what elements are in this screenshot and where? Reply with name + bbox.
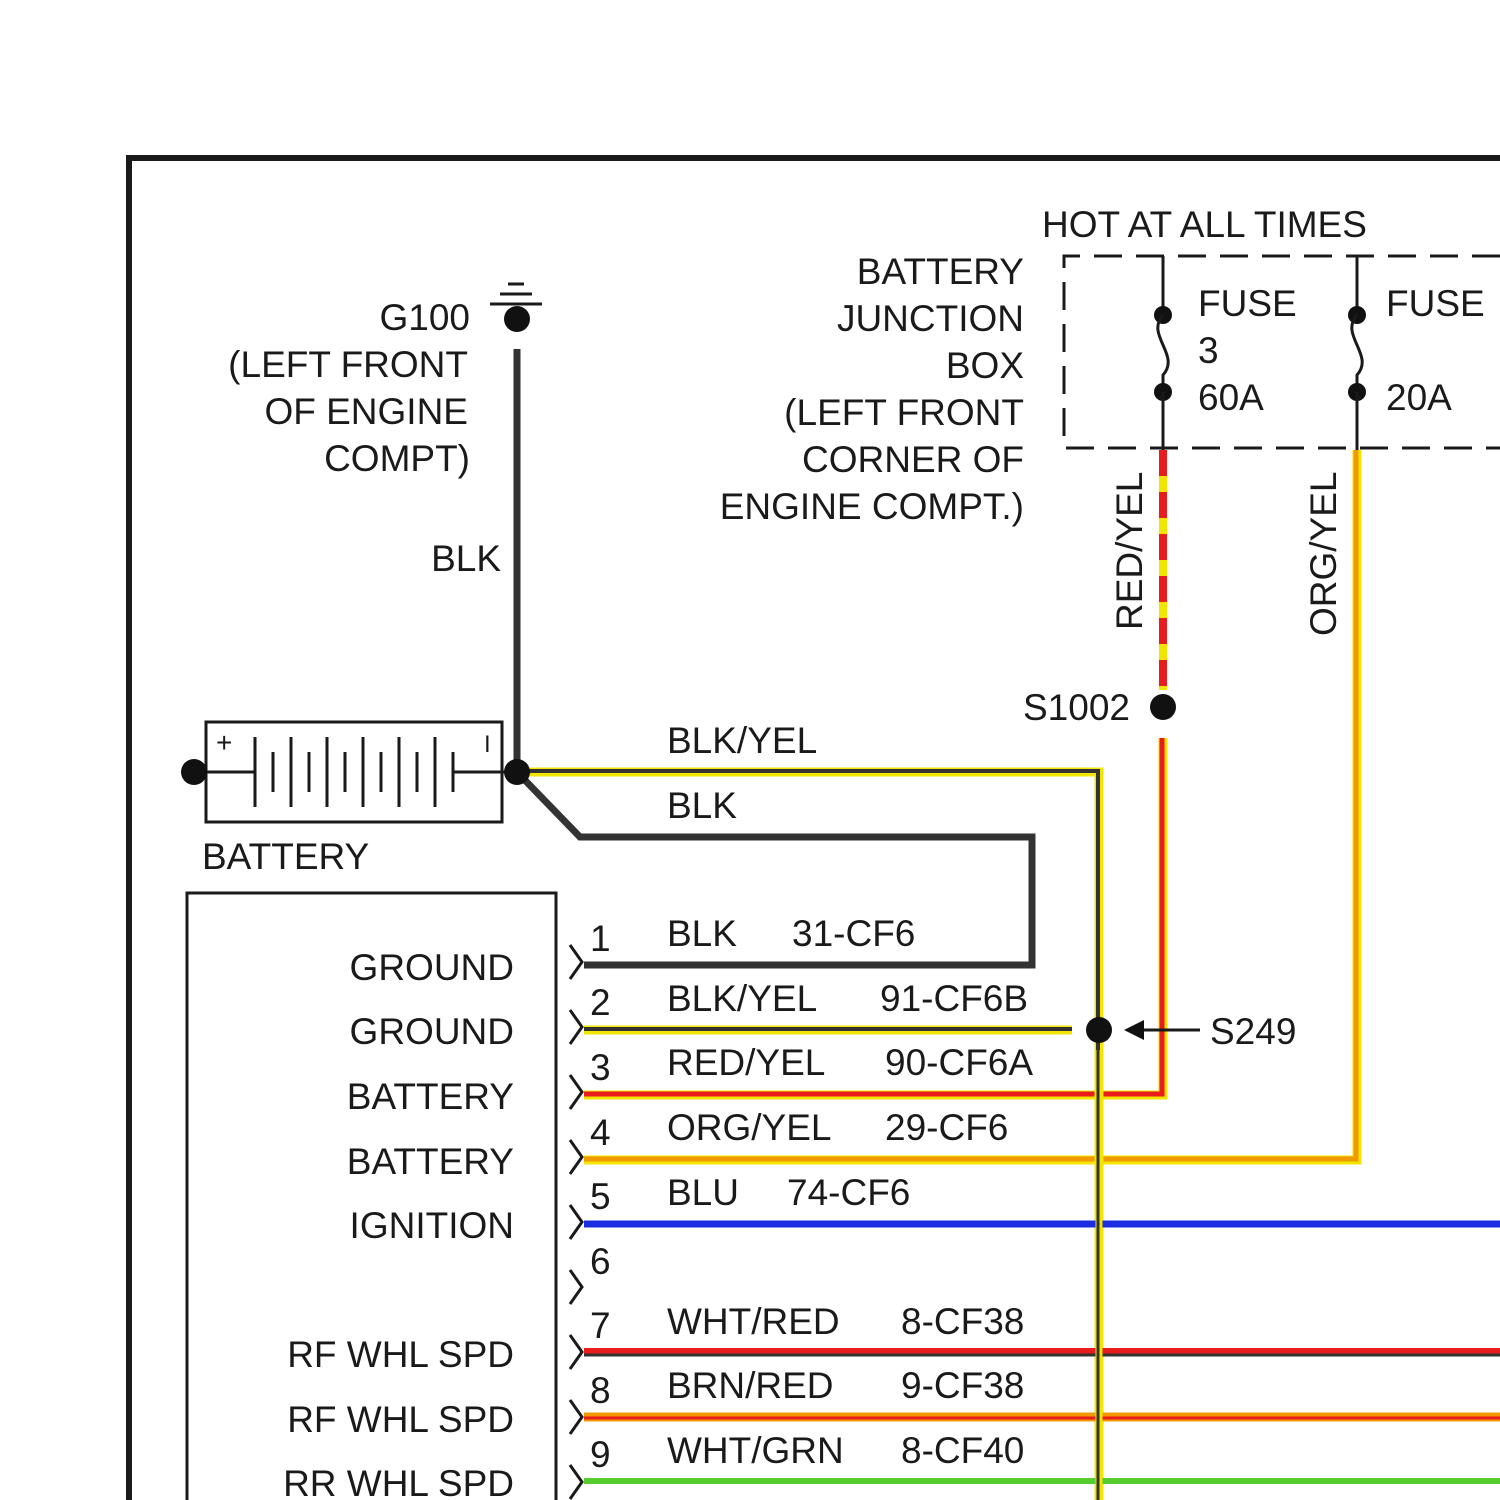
svg-text:BLK: BLK bbox=[667, 913, 737, 954]
hot-at-all-times-label: HOT AT ALL TIMES bbox=[1042, 204, 1367, 245]
svg-text:4: 4 bbox=[590, 1112, 611, 1153]
svg-text:9: 9 bbox=[590, 1434, 611, 1475]
svg-text:OF ENGINE: OF ENGINE bbox=[264, 391, 468, 432]
svg-text:3: 3 bbox=[590, 1047, 611, 1088]
svg-text:9-CF38: 9-CF38 bbox=[901, 1365, 1024, 1406]
svg-text:74-CF6: 74-CF6 bbox=[787, 1172, 910, 1213]
battery-negative-node bbox=[504, 759, 530, 785]
wire-blk-yel-pin2 bbox=[584, 1029, 1072, 1030]
svg-text:5: 5 bbox=[590, 1176, 611, 1217]
svg-text:GROUND: GROUND bbox=[350, 947, 514, 988]
splice-s249-dot bbox=[1086, 1017, 1112, 1043]
svg-text:8: 8 bbox=[590, 1370, 611, 1411]
svg-text:3: 3 bbox=[1198, 330, 1219, 371]
svg-text:BRN/RED: BRN/RED bbox=[667, 1365, 834, 1406]
svg-text:31-CF6: 31-CF6 bbox=[792, 913, 915, 954]
svg-text:G100: G100 bbox=[379, 297, 470, 338]
svg-text:RF WHL SPD: RF WHL SPD bbox=[287, 1399, 514, 1440]
svg-text:ENGINE COMPT.): ENGINE COMPT.) bbox=[720, 486, 1024, 527]
splice-s249-label: S249 bbox=[1210, 1011, 1296, 1052]
svg-text:FUSE: FUSE bbox=[1386, 283, 1485, 324]
ground-g100-label: G100 (LEFT FRONT OF ENGINE COMPT) bbox=[228, 297, 470, 479]
battery-label: BATTERY bbox=[202, 836, 369, 877]
svg-text:8-CF40: 8-CF40 bbox=[901, 1430, 1024, 1471]
connector-chevrons bbox=[570, 945, 582, 1499]
svg-text:WHT/GRN: WHT/GRN bbox=[667, 1430, 844, 1471]
svg-text:6: 6 bbox=[590, 1241, 611, 1282]
fuse-20a: FUSE 20A bbox=[1348, 256, 1485, 450]
battery-plus-sign: + bbox=[216, 727, 232, 758]
svg-text:BATTERY: BATTERY bbox=[347, 1141, 514, 1182]
svg-text:91-CF6B: 91-CF6B bbox=[880, 978, 1028, 1019]
svg-text:60A: 60A bbox=[1198, 377, 1264, 418]
svg-text:(LEFT FRONT: (LEFT FRONT bbox=[228, 344, 468, 385]
svg-text:GROUND: GROUND bbox=[350, 1011, 514, 1052]
splice-s1002-dot bbox=[1150, 694, 1176, 720]
svg-text:8-CF38: 8-CF38 bbox=[901, 1301, 1024, 1342]
pin-functions: GROUND GROUND BATTERY BATTERY IGNITION R… bbox=[283, 947, 514, 1500]
svg-text:RED/YEL: RED/YEL bbox=[667, 1042, 825, 1083]
svg-text:BATTERY: BATTERY bbox=[857, 251, 1024, 292]
svg-text:20A: 20A bbox=[1386, 377, 1452, 418]
svg-text:RR WHL SPD: RR WHL SPD bbox=[283, 1463, 514, 1500]
wire-blk-yel-vertical-crossing bbox=[1098, 1050, 1099, 1500]
wire-label-blk-top: BLK bbox=[667, 785, 737, 826]
ground-g100 bbox=[490, 284, 542, 332]
svg-text:BLK/YEL: BLK/YEL bbox=[667, 978, 817, 1019]
svg-text:2: 2 bbox=[590, 982, 611, 1023]
svg-text:RF WHL SPD: RF WHL SPD bbox=[287, 1334, 514, 1375]
svg-text:JUNCTION: JUNCTION bbox=[837, 298, 1024, 339]
wire-brn-red-pin8 bbox=[584, 1417, 1500, 1418]
svg-text:FUSE: FUSE bbox=[1198, 283, 1297, 324]
svg-text:BLU: BLU bbox=[667, 1172, 739, 1213]
junction-box-label: BATTERY JUNCTION BOX (LEFT FRONT CORNER … bbox=[720, 251, 1024, 527]
wire-wht-red-pin7 bbox=[584, 1352, 1500, 1355]
svg-text:CORNER OF: CORNER OF bbox=[802, 439, 1024, 480]
fuse-3: FUSE 3 60A bbox=[1154, 256, 1297, 450]
svg-text:1: 1 bbox=[590, 918, 611, 959]
svg-text:29-CF6: 29-CF6 bbox=[885, 1107, 1008, 1148]
pin-numbers: 1 2 3 4 5 6 7 8 9 bbox=[590, 918, 611, 1475]
svg-text:BOX: BOX bbox=[946, 345, 1024, 386]
svg-text:7: 7 bbox=[590, 1305, 611, 1346]
splice-s1002-label: S1002 bbox=[1023, 687, 1130, 728]
svg-text:90-CF6A: 90-CF6A bbox=[885, 1042, 1033, 1083]
svg-text:IGNITION: IGNITION bbox=[350, 1205, 514, 1246]
wire-label-blk-yel-top: BLK/YEL bbox=[667, 720, 817, 761]
svg-text:BATTERY: BATTERY bbox=[347, 1076, 514, 1117]
wire-label-org-yel-vertical: ORG/YEL bbox=[1303, 472, 1344, 637]
wire-label-blk-ground: BLK bbox=[431, 538, 501, 579]
svg-text:ORG/YEL: ORG/YEL bbox=[667, 1107, 832, 1148]
svg-text:COMPT): COMPT) bbox=[324, 438, 470, 479]
wire-label-red-yel-vertical: RED/YEL bbox=[1109, 472, 1150, 630]
svg-text:(LEFT FRONT: (LEFT FRONT bbox=[784, 392, 1024, 433]
svg-text:WHT/RED: WHT/RED bbox=[667, 1301, 840, 1342]
battery-minus-sign: I bbox=[484, 731, 491, 758]
